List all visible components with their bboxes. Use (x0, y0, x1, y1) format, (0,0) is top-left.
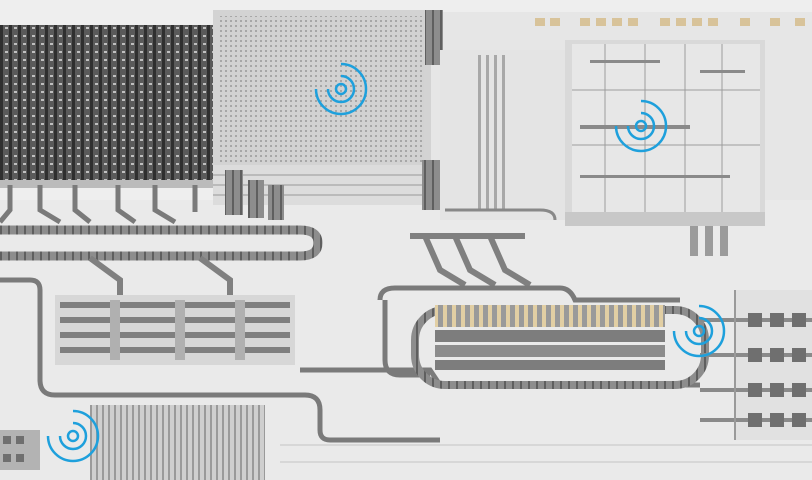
concentric-arcs-icon (46, 409, 100, 463)
right-stations (700, 290, 812, 440)
left-sorter (55, 295, 295, 365)
central-sorter (411, 305, 709, 389)
concentric-arcs-icon (314, 62, 368, 116)
hotspot-bottom-left-racks[interactable] (42, 405, 104, 467)
hotspot-sorter-loop[interactable] (668, 300, 730, 362)
conveyor-loop-upper (0, 225, 323, 261)
concentric-arcs-icon (614, 99, 668, 153)
branch-conveyors (88, 233, 532, 300)
vertical-lanes (440, 50, 570, 221)
building-right (565, 40, 765, 256)
hotspot-top-storage[interactable] (310, 58, 372, 120)
concentric-arcs-icon (672, 304, 726, 358)
storage-building-top (213, 10, 444, 220)
hotspot-right-building[interactable] (610, 95, 672, 157)
top-right-boxes (535, 18, 805, 26)
bottom-guidelines (280, 444, 812, 463)
rack-storage-left (0, 25, 215, 225)
rack-storage-bottom (0, 405, 265, 480)
